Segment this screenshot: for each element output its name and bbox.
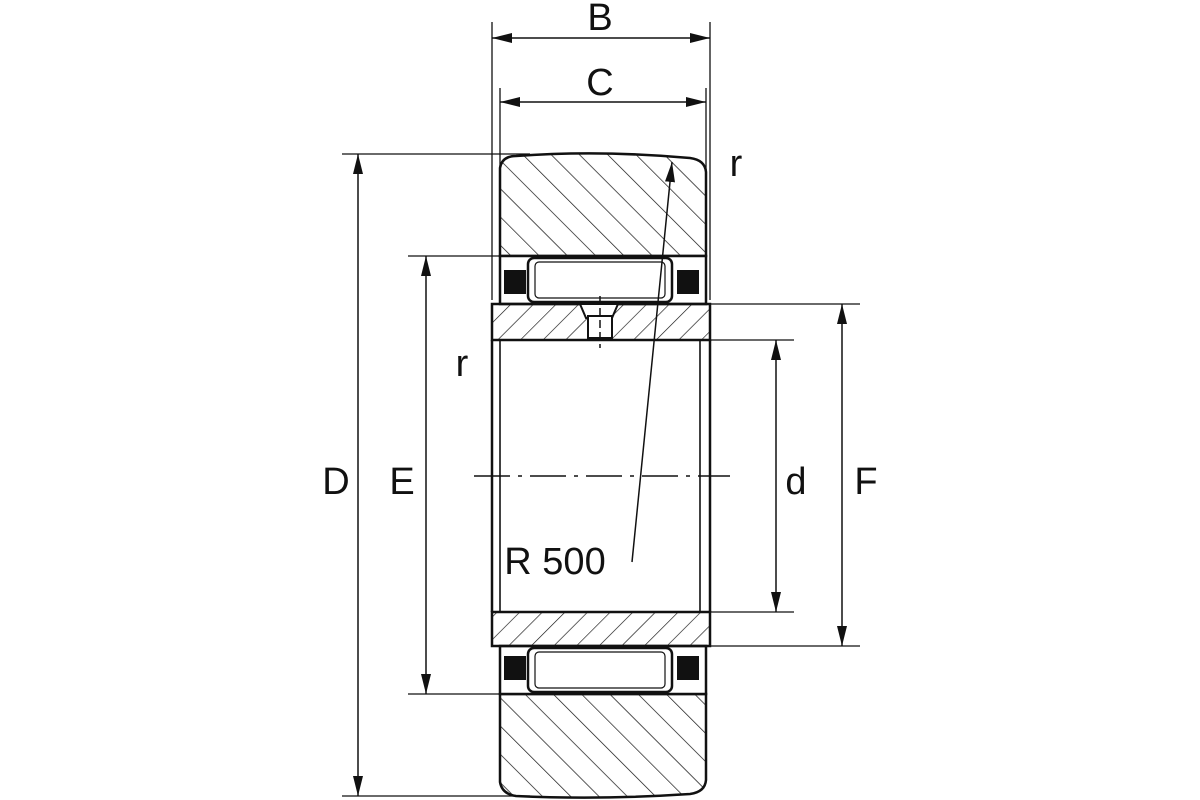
- label-r-top: r: [730, 143, 743, 185]
- inner-ring-bottom: [490, 610, 712, 648]
- radius-leader: [631, 161, 675, 563]
- label-radius: R 500: [504, 541, 605, 583]
- label-B: B: [587, 0, 612, 39]
- roller-row-bottom: [498, 644, 708, 696]
- outer-ring-bottom: [498, 692, 708, 799]
- outer-ring-top: [498, 152, 708, 258]
- label-F: F: [854, 461, 877, 503]
- label-C: C: [586, 62, 613, 104]
- inner-ring-top: [490, 296, 712, 348]
- label-E: E: [389, 461, 414, 503]
- roller-row-top: [498, 254, 708, 306]
- label-D: D: [322, 461, 349, 503]
- label-r-left: r: [456, 343, 469, 385]
- label-d: d: [785, 461, 806, 503]
